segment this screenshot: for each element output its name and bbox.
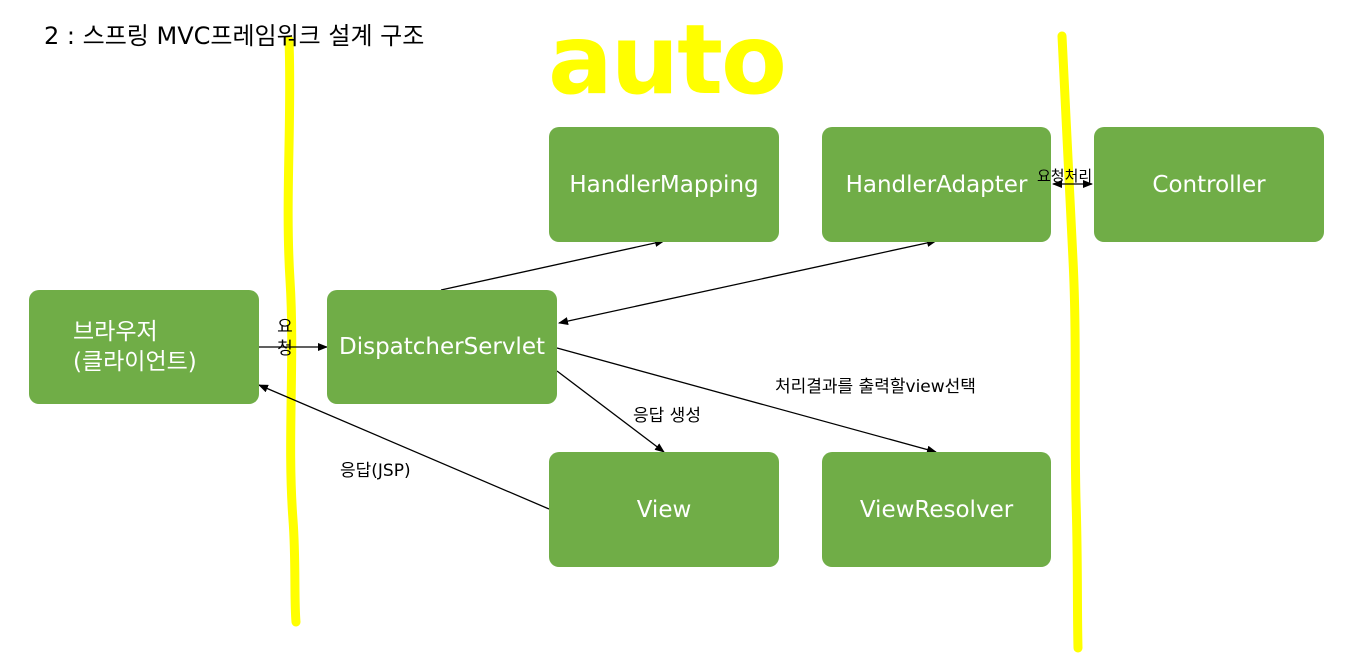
arrow-to-view (556, 370, 665, 453)
highlighter-line-left (283, 35, 301, 627)
box-controller: Controller (1094, 127, 1324, 242)
highlighter-line-right (1057, 31, 1083, 653)
label-request-processing: 요청처리 (1037, 167, 1093, 185)
box-view: View (549, 452, 779, 567)
arrow-response-jsp (258, 384, 550, 510)
label-response-jsp: 응답(JSP) (340, 461, 411, 481)
arrow-to-handlermapping (440, 239, 665, 291)
arrow-dispatcher-handleradapter (558, 239, 937, 325)
label-response-generation: 응답 생성 (633, 406, 701, 426)
diagram-title: 2 : 스프링 MVC프레임워크 설계 구조 (44, 22, 425, 50)
box-dispatcher-servlet: DispatcherServlet (327, 290, 557, 404)
handwritten-annotation: auto (548, 4, 787, 116)
box-view-resolver: ViewResolver (822, 452, 1051, 567)
label-request: 요청 (277, 317, 293, 359)
browser-label-line1: 브라우저 (73, 319, 158, 345)
box-browser-client: 브라우저 (클라이언트) (29, 290, 259, 404)
arrow-to-viewresolver (556, 347, 937, 454)
box-handler-mapping: HandlerMapping (549, 127, 779, 242)
label-select-view: 처리결과를 출력할view선택 (775, 377, 976, 397)
browser-label-line2: (클라이언트) (73, 349, 197, 375)
box-handler-adapter: HandlerAdapter (822, 127, 1051, 242)
